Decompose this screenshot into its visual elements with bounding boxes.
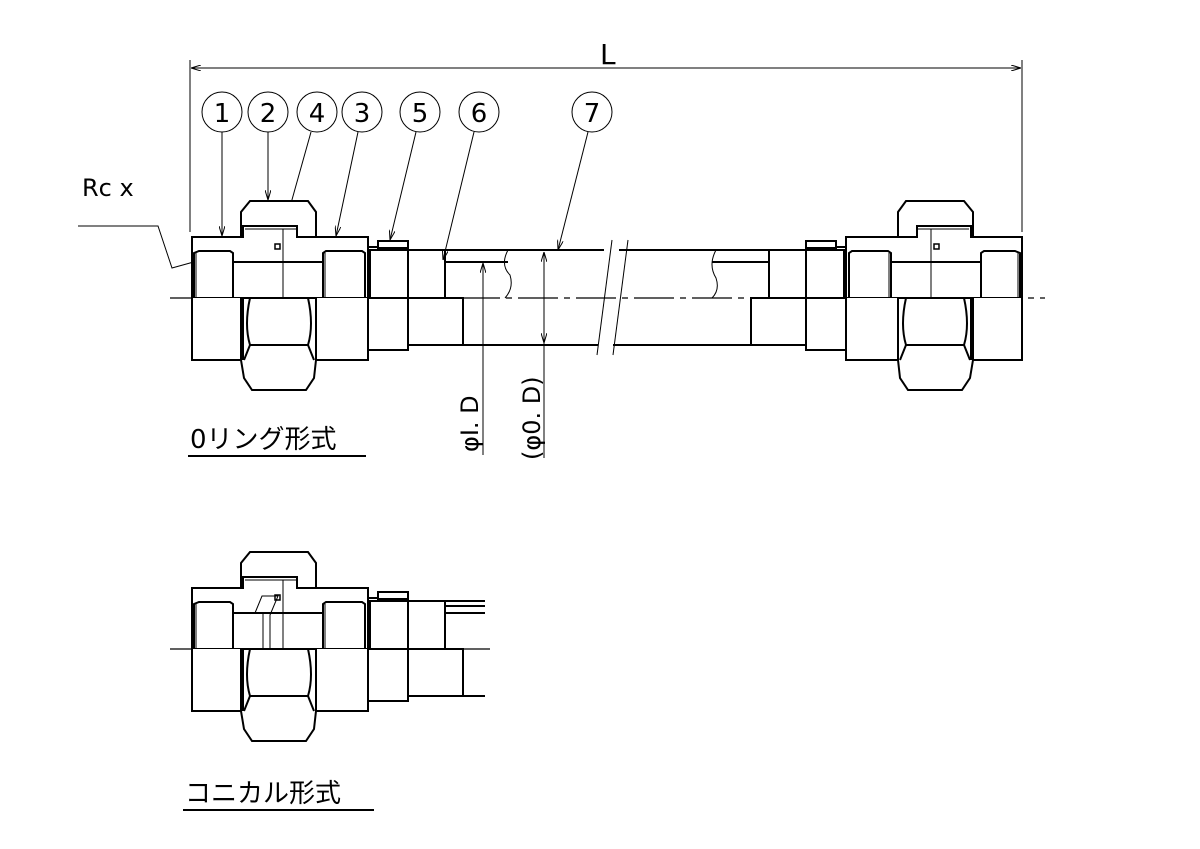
svg-text:3: 3 <box>354 99 371 129</box>
conical-view: コニカル形式 <box>170 551 490 811</box>
balloon-5: 5 <box>390 91 441 240</box>
svg-text:4: 4 <box>309 99 326 129</box>
balloon-2: 2 <box>247 91 289 200</box>
conical-view-title: コニカル形式 <box>185 779 341 809</box>
svg-text:7: 7 <box>584 99 601 129</box>
svg-text:2: 2 <box>260 99 277 129</box>
balloon-3: 3 <box>336 91 383 236</box>
length-dimension: L <box>189 38 1023 232</box>
part-balloons: 1 2 4 3 5 6 7 <box>201 91 613 260</box>
balloon-1: 1 <box>201 91 243 236</box>
svg-text:1: 1 <box>214 99 231 129</box>
oring-view: φI. D (φ0. D) 0リング形式 <box>170 200 1045 460</box>
inner-diameter-label: φI. D <box>456 395 484 452</box>
balloon-7: 7 <box>558 91 613 250</box>
thread-label: Rc x <box>82 174 134 202</box>
length-label: L <box>600 38 616 71</box>
thread-callout: Rc x <box>78 174 208 269</box>
balloon-6: 6 <box>443 91 500 260</box>
svg-text:5: 5 <box>412 99 429 129</box>
oring-view-title: 0リング形式 <box>190 425 337 455</box>
outer-diameter-label: (φ0. D) <box>518 376 546 460</box>
svg-text:6: 6 <box>471 99 488 129</box>
